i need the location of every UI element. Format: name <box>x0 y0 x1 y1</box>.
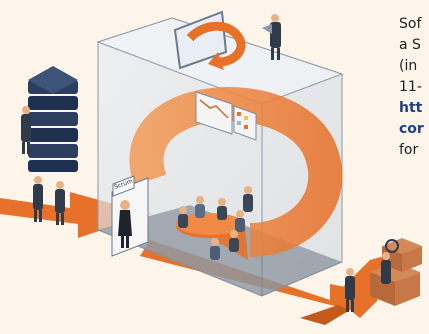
text-line: (in <box>399 56 429 77</box>
server-stack-icon <box>28 66 78 172</box>
side-description: Sof a S (in 11- htt cor for <box>399 14 429 161</box>
text-line: a S <box>399 35 429 56</box>
text-line: Sof <box>399 14 429 35</box>
reference-link[interactable]: cor <box>399 119 429 140</box>
delivered-boxes <box>370 238 422 306</box>
reference-link[interactable]: htt <box>399 98 429 119</box>
text-line: 11- <box>399 77 429 98</box>
text-line: for <box>399 140 429 161</box>
